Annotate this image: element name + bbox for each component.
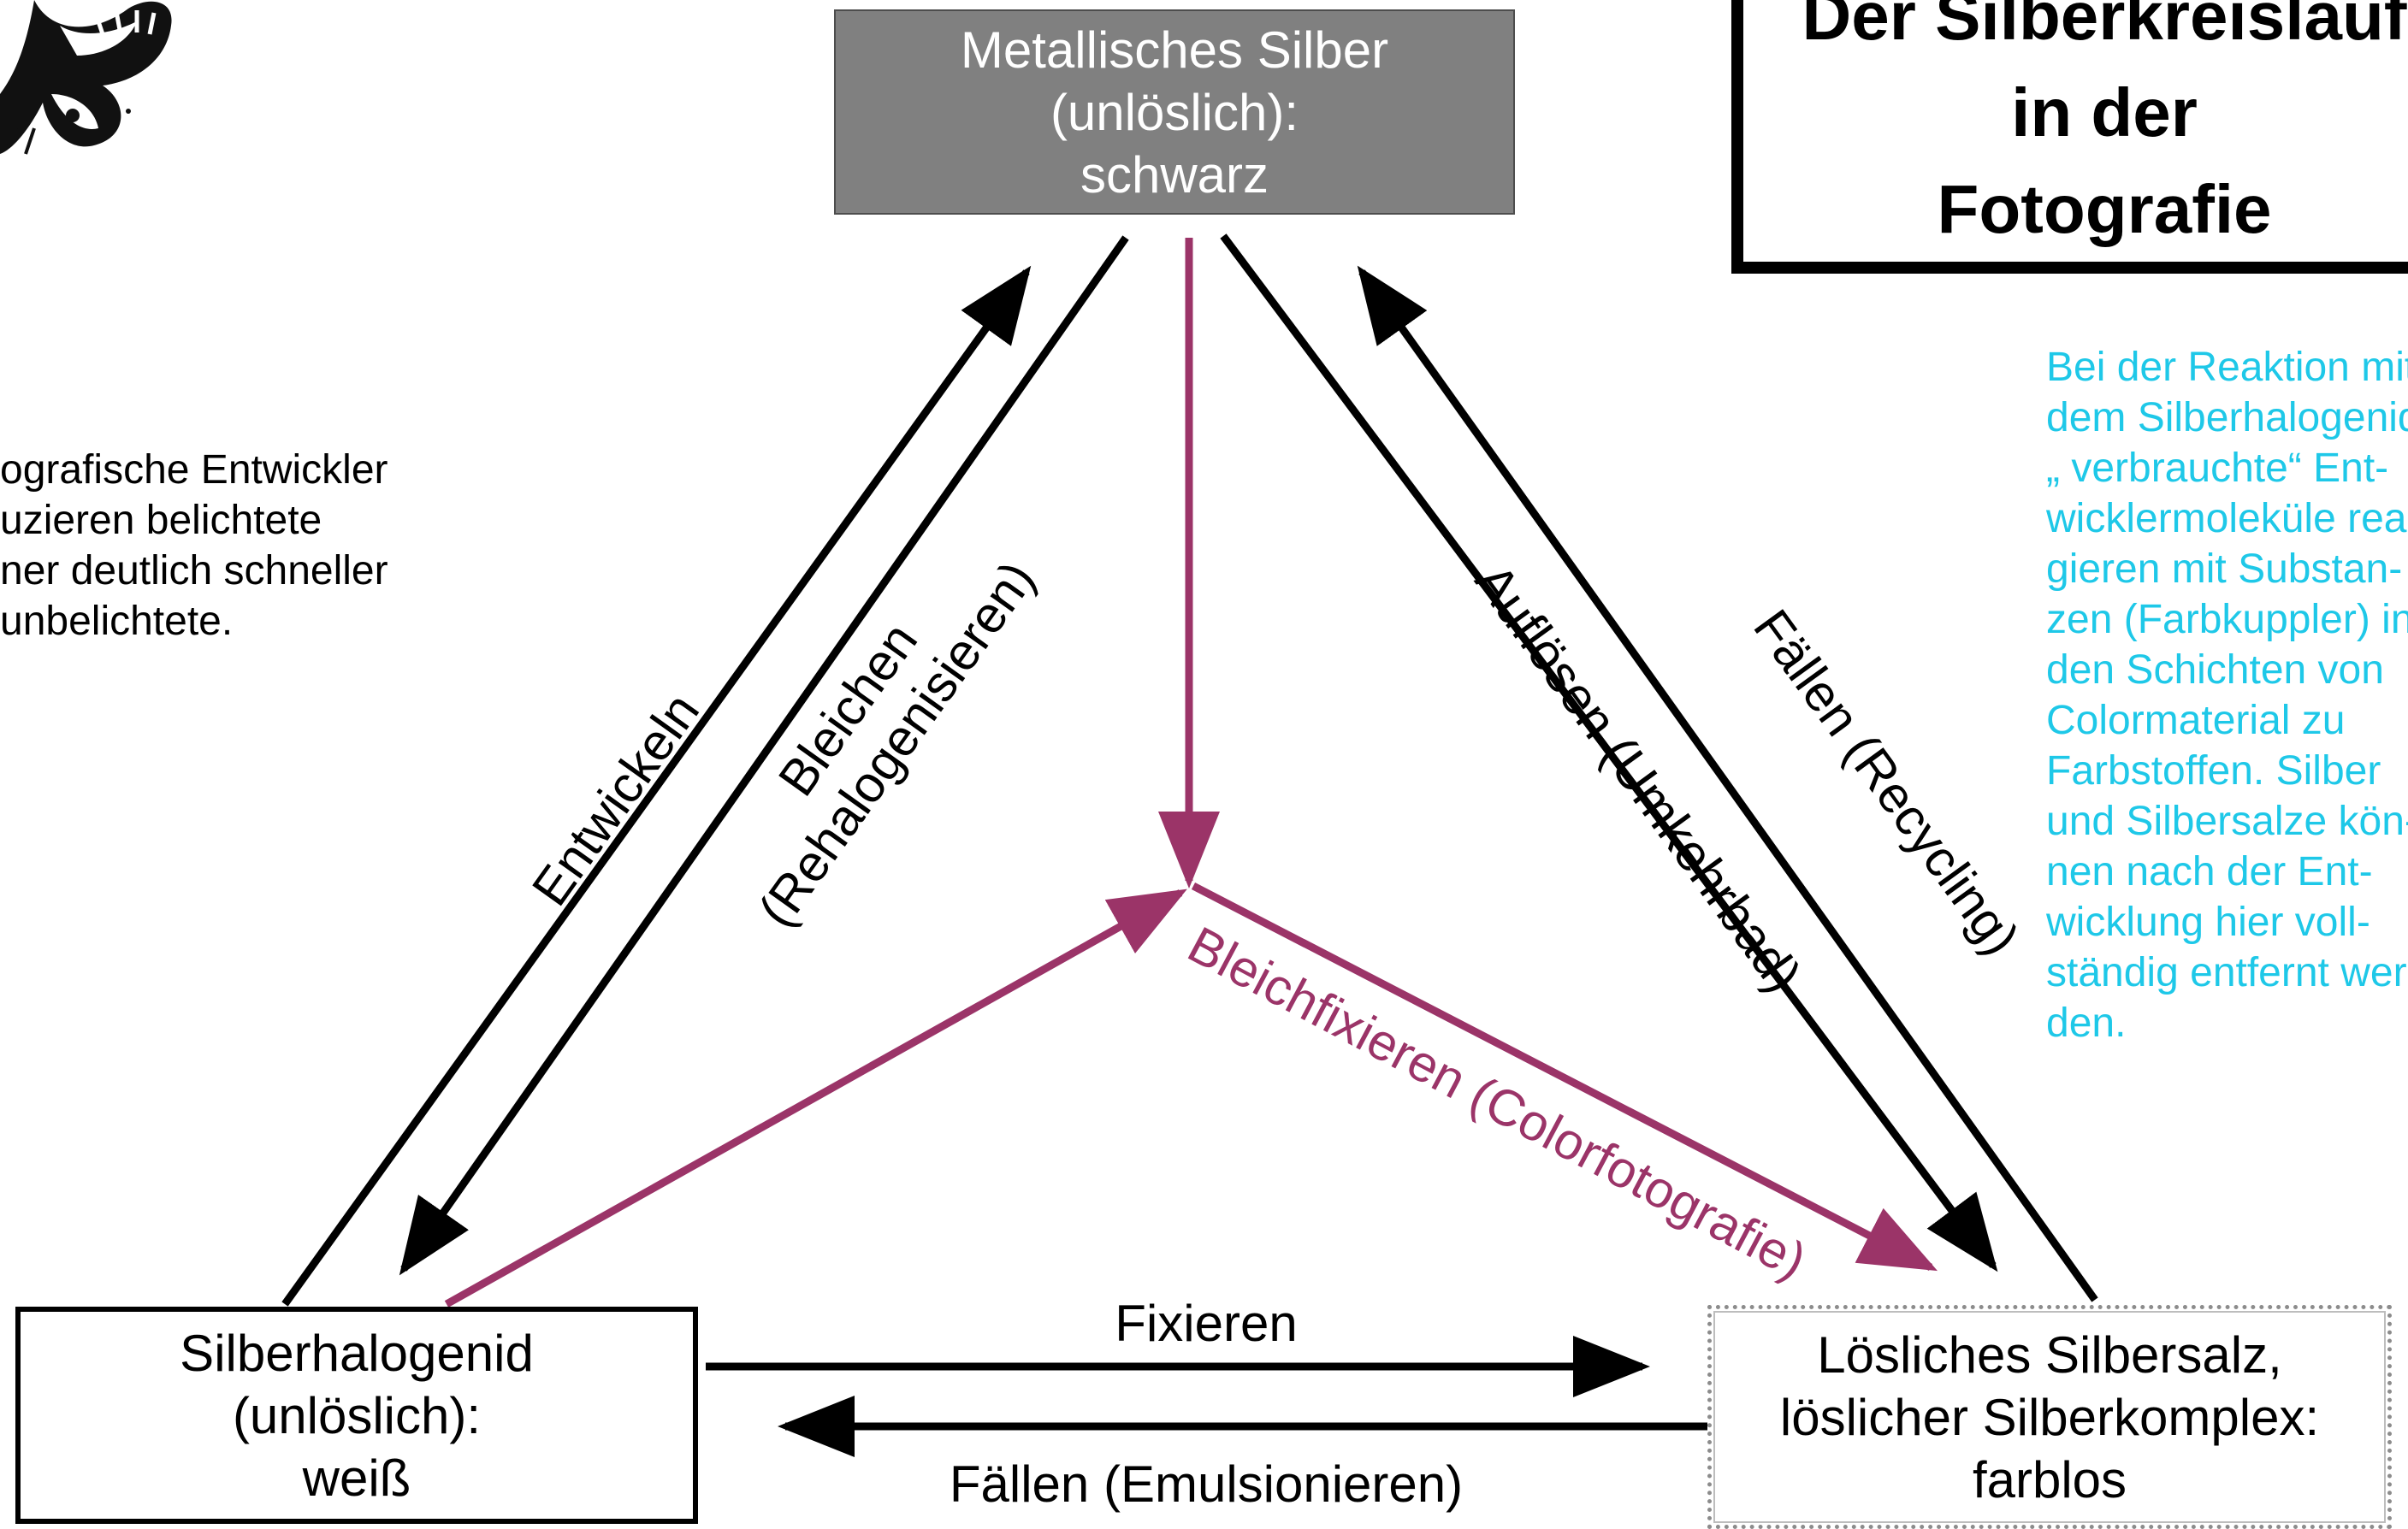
label-precipitate: Fällen (Emulsionieren) xyxy=(949,1455,1464,1513)
node-line: löslicher Silberkomplex: xyxy=(1779,1388,2320,1446)
node-line: (unlöslich): xyxy=(232,1386,482,1444)
note-line: den Schichten von xyxy=(2046,647,2384,693)
page-title: Der Silberkreislauf in der Fotografie xyxy=(1677,0,2408,257)
note-line: wicklung hier voll- xyxy=(2046,900,2370,945)
butterfly-icon xyxy=(0,0,172,155)
note-line: Bei der Reaktion mit xyxy=(2046,345,2408,390)
title-frame xyxy=(1731,0,2408,274)
note-left-frame: ografische Entwickler uzieren belichtete… xyxy=(0,445,428,658)
label-fix: Fixieren xyxy=(1115,1295,1298,1352)
note-line: wicklermoleküle rea- xyxy=(2046,496,2408,541)
arrow-develop xyxy=(281,265,1032,1307)
note-line: unbelichtete. xyxy=(0,599,234,644)
note-line: ner deutlich schneller xyxy=(0,548,388,593)
note-line: Colormaterial zu xyxy=(2046,698,2346,743)
note-line: dem Silberhalogenid xyxy=(2046,395,2408,440)
note-line: und Silbersalze kön- xyxy=(2046,799,2408,844)
note-line: den. xyxy=(2046,1001,2127,1046)
arrow-bleachfix-to-salt xyxy=(1191,883,1938,1272)
note-line: ständig entfernt wer- xyxy=(2046,950,2408,995)
node-line: Lösliches Silbersalz, xyxy=(1817,1325,2282,1384)
node-silver-halide: Silberhalogenid (unlöslich): weiß xyxy=(15,1307,698,1524)
note-line: nen nach der Ent- xyxy=(2046,849,2373,894)
note-line: zen (Farbkuppler) in xyxy=(2046,597,2408,642)
title-line: Der Silberkreislauf xyxy=(1802,0,2407,54)
node-line: farblos xyxy=(1972,1450,2127,1508)
arrow-dissolve xyxy=(1220,233,1998,1272)
title-line: Fotografie xyxy=(1937,171,2272,247)
note-developer: ografische Entwickler uzieren belichtete… xyxy=(0,445,426,646)
arrow-recycle xyxy=(1357,265,2098,1302)
node-line: schwarz xyxy=(1080,145,1269,204)
note-color-coupler: Bei der Reaktion mit dem Silberhalogenid… xyxy=(2046,342,2408,1048)
arrow-bleachfix-from-halide xyxy=(444,888,1187,1308)
node-line: weiß xyxy=(302,1449,411,1507)
note-line: uzieren belichtete xyxy=(0,498,322,543)
note-line: gieren mit Substan- xyxy=(2046,546,2403,592)
note-line: Farbstoffen. Silber xyxy=(2046,748,2381,794)
node-line: Silberhalogenid xyxy=(180,1324,534,1382)
note-line: ografische Entwickler xyxy=(0,447,388,493)
node-metallic-silver: Metallisches Silber (unlöslich): schwarz xyxy=(834,9,1515,215)
note-line: „ verbrauchte“ Ent- xyxy=(2046,446,2389,491)
node-line: (unlöslich): xyxy=(1050,83,1299,141)
title-line: in der xyxy=(2011,74,2198,151)
arrow-bleach xyxy=(399,235,1129,1276)
node-line: Metallisches Silber xyxy=(960,21,1389,79)
node-soluble-silver-salt: Lösliches Silbersalz, löslicher Silberko… xyxy=(1707,1305,2392,1529)
